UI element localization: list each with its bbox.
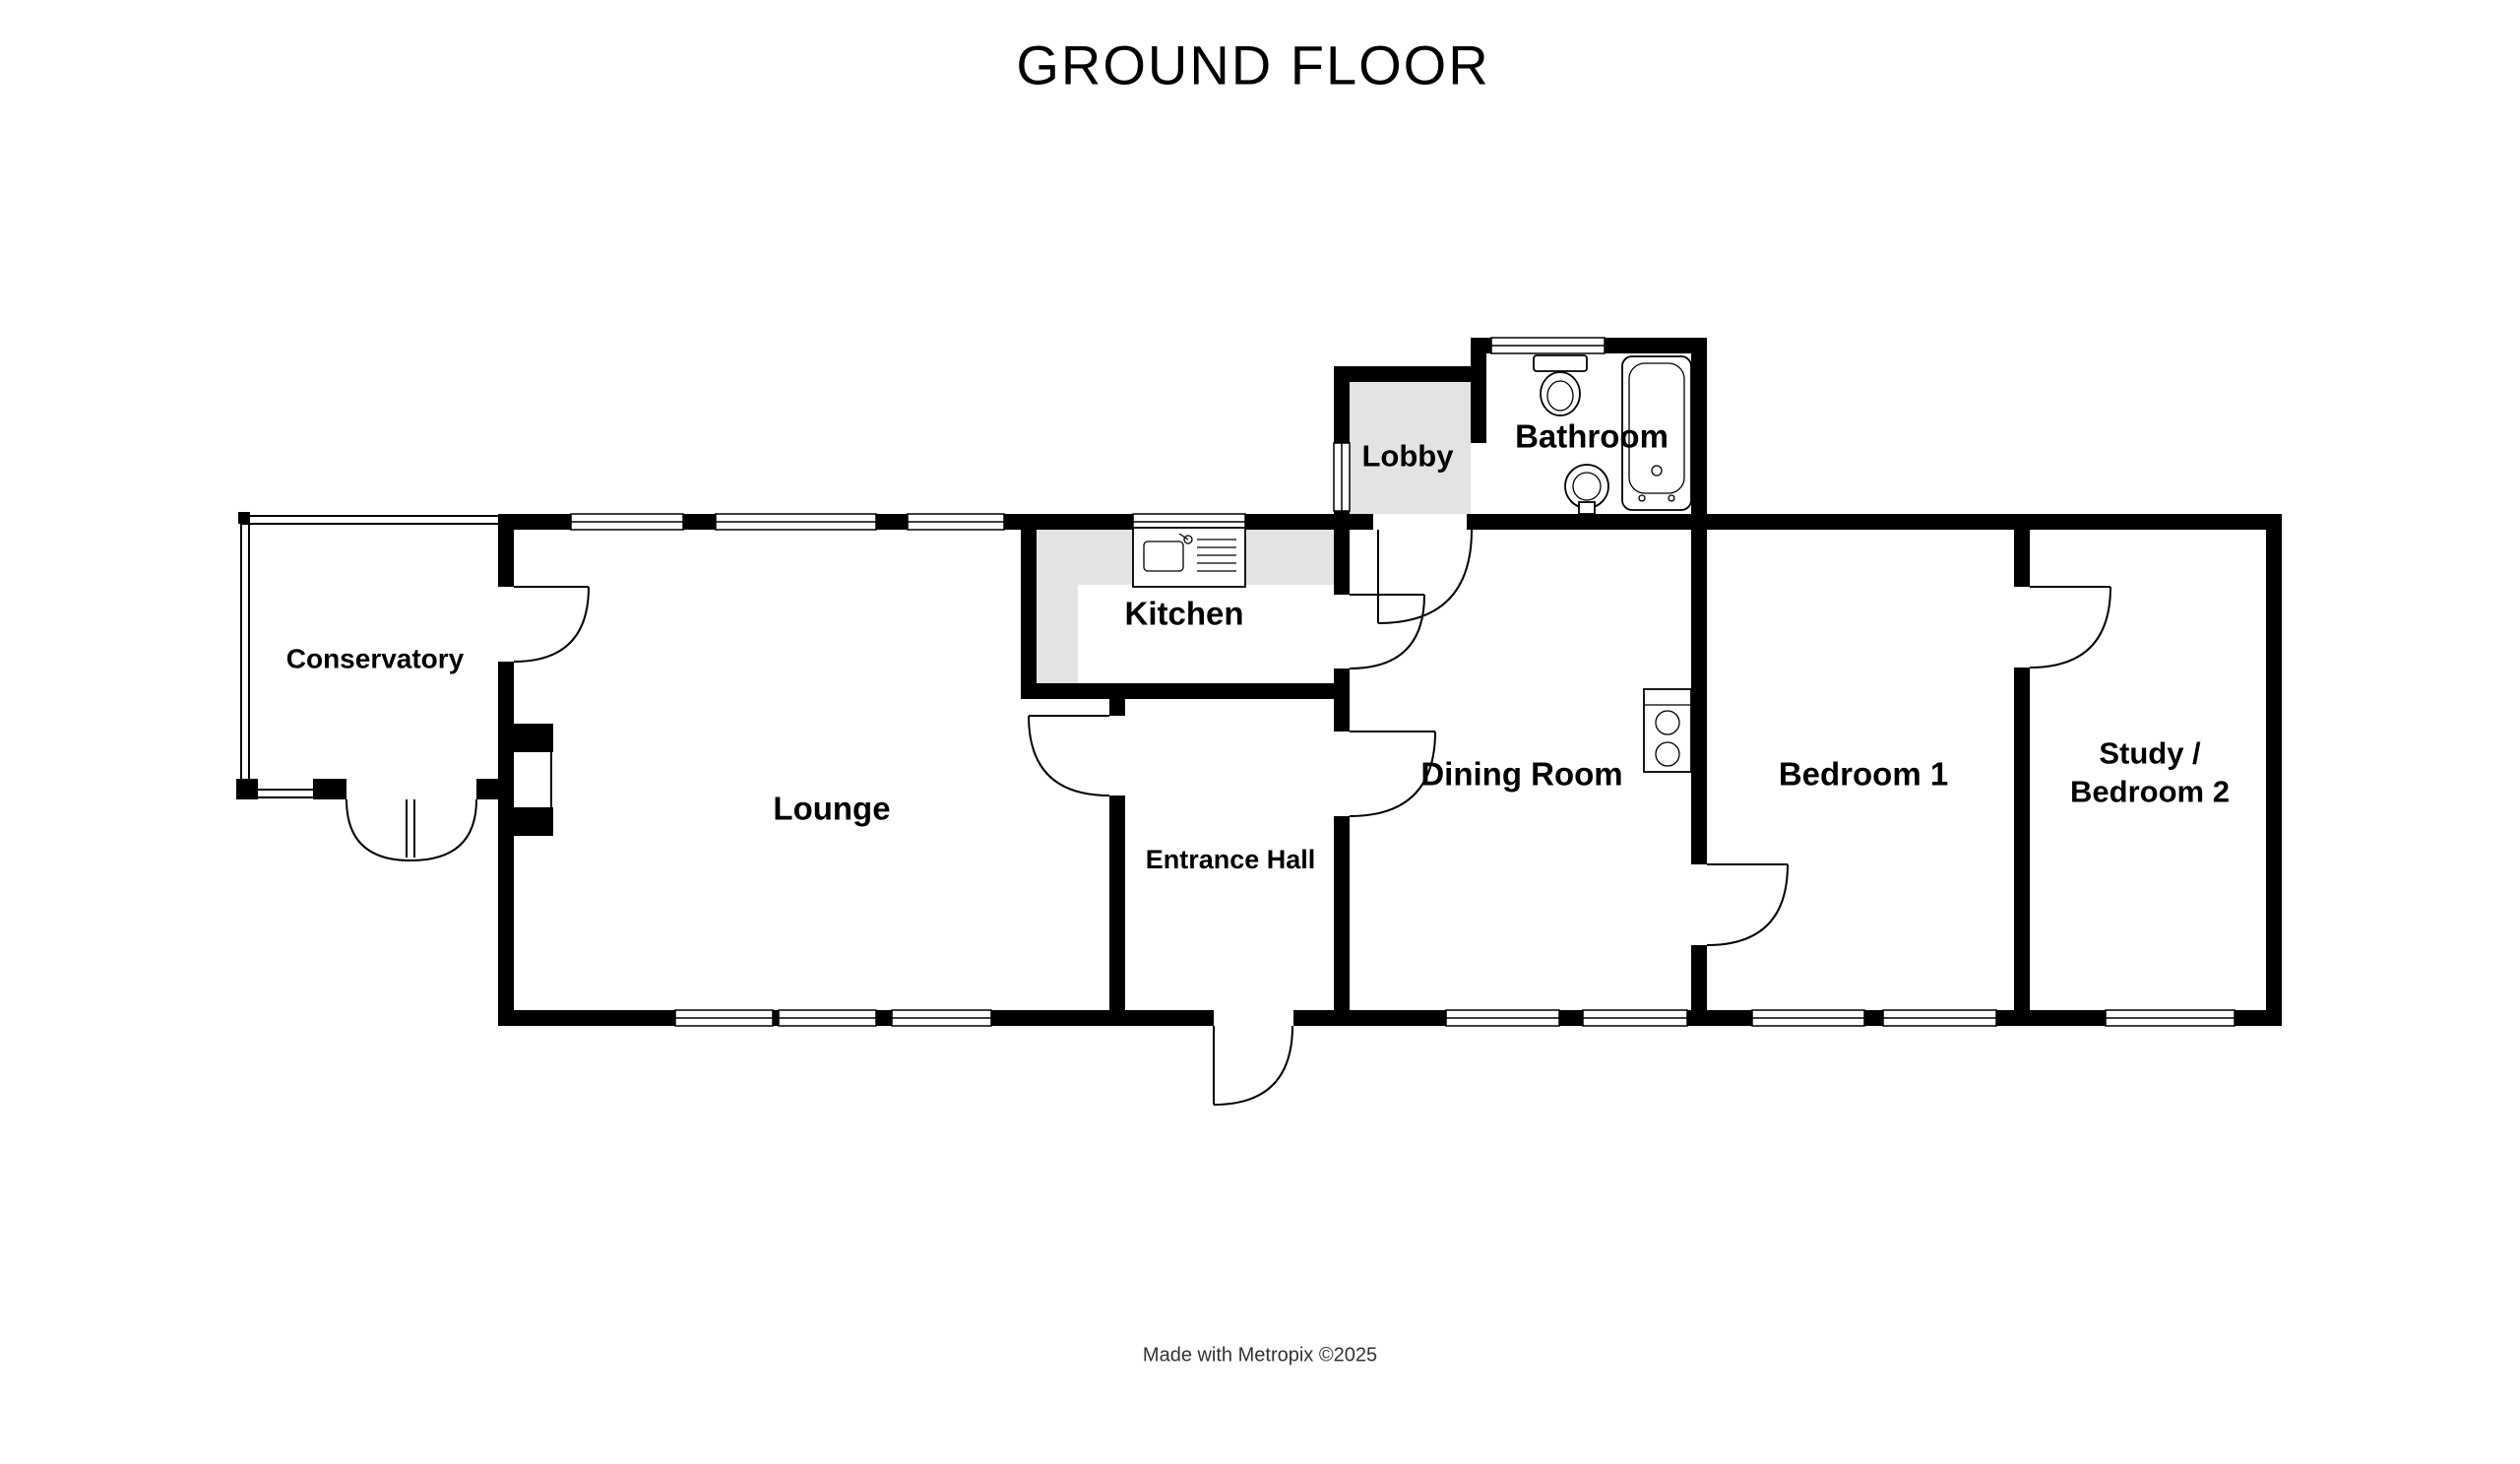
room-label-dining-room: Dining Room: [1420, 755, 1623, 793]
page-title: GROUND FLOOR: [1016, 33, 1490, 96]
lobby-floor: [1350, 382, 1471, 514]
door-swings: [346, 529, 2111, 1106]
room-label-bathroom: Bathroom: [1515, 417, 1669, 455]
room-label-bedroom-1: Bedroom 1: [1778, 755, 1949, 793]
conservatory-glass-walls: [240, 514, 498, 798]
pedestal-sink-icon: [1564, 464, 1609, 515]
room-label-lounge: Lounge: [773, 790, 891, 827]
study-label-line2: Bedroom 2: [2070, 774, 2230, 808]
toilet-icon: [1533, 354, 1588, 416]
room-label-study-bedroom-2: Study / Bedroom 2: [2070, 734, 2230, 811]
hob-icon: [1643, 688, 1692, 773]
walls: [236, 338, 2282, 1026]
door-openings: [498, 443, 2030, 1026]
kitchen-sink-icon: [1132, 527, 1246, 588]
room-label-lobby: Lobby: [1361, 438, 1454, 474]
study-label-line1: Study /: [2099, 735, 2201, 771]
room-label-conservatory: Conservatory: [285, 643, 465, 674]
fireplace-icon: [514, 724, 553, 836]
credit-text: Made with Metropix ©2025: [1142, 1344, 1378, 1367]
room-label-entrance-hall: Entrance Hall: [1145, 845, 1316, 875]
bathtub-icon: [1621, 355, 1692, 511]
room-label-kitchen: Kitchen: [1124, 595, 1244, 632]
